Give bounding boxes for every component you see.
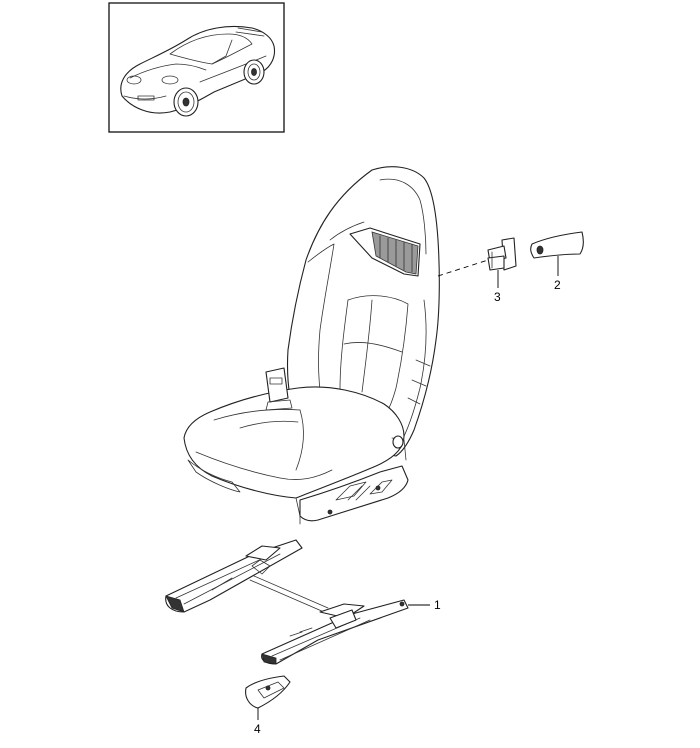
- seat-belt-buckle: [265, 367, 293, 411]
- callout-4: 4: [254, 722, 261, 736]
- callout-2: 2: [554, 278, 561, 292]
- car-illustration: [120, 25, 276, 117]
- callout-1: 1: [434, 598, 441, 612]
- part-2-cover-cap: [530, 231, 584, 259]
- part-4-rail-cover: [245, 675, 291, 709]
- callout-labels: 1 2 3 4: [254, 278, 561, 736]
- vehicle-thumbnail: [108, 2, 285, 133]
- seat-cushion: [183, 386, 405, 499]
- callout-3: 3: [494, 290, 501, 304]
- seat-base-frame: [299, 435, 409, 522]
- seat-assembly: [183, 166, 440, 525]
- callout-leaders: [257, 256, 559, 720]
- harness-slot-mesh: [371, 231, 419, 275]
- assembly-dashed-line: [437, 259, 489, 277]
- part-1-seat-rails: [165, 539, 409, 665]
- part-3-trim-clip: [487, 237, 517, 271]
